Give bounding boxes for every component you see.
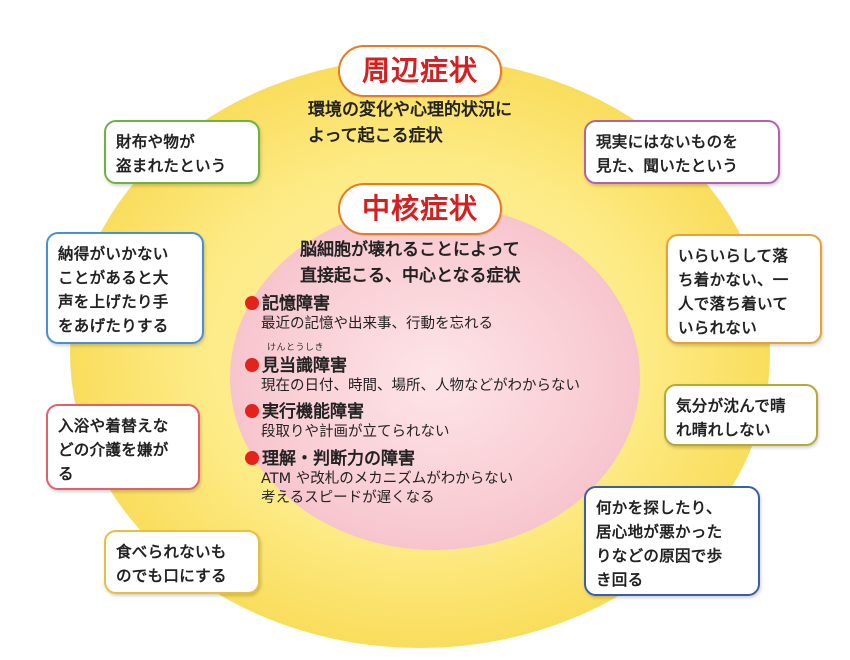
peripheral-symptoms-title: 周辺症状	[338, 45, 502, 97]
symptom-name: 実行機能障害	[262, 402, 364, 422]
box-text-line: どの介護を嫌が	[58, 441, 169, 459]
core-symptom-memory: 記憶障害 最近の記憶や出来事、行動を忘れる	[245, 293, 665, 334]
box-text-line: 居心地が悪かった	[596, 523, 723, 541]
box-text-line: のでも口にする	[116, 567, 227, 585]
symptom-name: 理解・判断力の障害	[262, 449, 415, 469]
description-line: 直接起こる、中心となる症状	[300, 266, 521, 286]
symptom-description: 考えるスピードが遅くなる	[261, 490, 435, 506]
peripheral-symptom-box: 入浴や着替えな どの介護を嫌が る	[46, 404, 200, 490]
box-text-line: 何かを探したり、	[596, 499, 722, 517]
peripheral-symptom-box: いらいらして落 ち着かない、一 人で落ち着いて いられない	[666, 234, 822, 344]
peripheral-symptom-box: 食べられないも のでも口にする	[104, 530, 260, 594]
red-dot-icon	[245, 296, 259, 310]
box-text-line: 気分が沈んで晴	[676, 397, 786, 415]
box-text-line: りなどの原因で歩	[596, 547, 723, 565]
box-text-line: 食べられないも	[116, 543, 227, 561]
description-line: よって起こる症状	[308, 126, 443, 146]
box-text-line: いらいらして落	[678, 247, 789, 265]
box-text-line: れ晴れしない	[676, 421, 771, 439]
red-dot-icon	[245, 404, 259, 418]
peripheral-symptom-box: 気分が沈んで晴 れ晴れしない	[664, 384, 818, 446]
box-text-line: 声を上げたり手	[58, 293, 169, 311]
symptom-description: 最近の記憶や出来事、行動を忘れる	[261, 316, 493, 332]
core-symptom-disorientation: けんとうしき見当識障害 現在の日付、時間、場所、人物などがわからない	[245, 343, 665, 396]
symptom-description: 現在の日付、時間、場所、人物などがわからない	[261, 378, 580, 394]
core-symptoms-description: 脳細胞が壊れることによって 直接起こる、中心となる症状	[300, 237, 590, 289]
box-text-line: 財布や物が	[116, 133, 196, 151]
furigana: けんとうしき	[267, 343, 325, 353]
core-symptom-comprehension-judgment: 理解・判断力の障害 ATM や改札のメカニズムがわからない 考えるスピードが遅く…	[245, 448, 665, 508]
symptom-name: 見当識障害	[262, 356, 347, 376]
symptom-description: 段取りや計画が立てられない	[261, 424, 450, 440]
box-text-line: る	[58, 465, 74, 483]
description-line: 脳細胞が壊れることによって	[300, 240, 520, 260]
box-text-line: 盗まれたという	[116, 157, 227, 175]
box-text-line: いられない	[678, 319, 758, 337]
core-symptoms-area	[230, 205, 640, 550]
peripheral-symptom-box: 何かを探したり、 居心地が悪かった りなどの原因で歩 き回る	[584, 486, 760, 596]
box-text-line: 入浴や着替えな	[58, 417, 169, 435]
peripheral-symptom-box: 納得がいかない ことがあると大 声を上げたり手 をあげたりする	[46, 232, 204, 344]
core-symptoms-title: 中核症状	[338, 183, 502, 235]
description-line: 環境の変化や心理的状況に	[308, 100, 512, 120]
red-dot-icon	[245, 451, 259, 465]
peripheral-symptoms-description: 環境の変化や心理的状況に よって起こる症状	[308, 97, 578, 149]
peripheral-symptom-box: 現実にはないものを 見た、聞いたという	[584, 120, 780, 184]
peripheral-symptom-box: 財布や物が 盗まれたという	[104, 120, 260, 184]
core-symptom-executive-dysfunction: 実行機能障害 段取りや計画が立てられない	[245, 401, 665, 442]
box-text-line: 見た、聞いたという	[596, 157, 739, 175]
box-text-line: き回る	[596, 571, 644, 589]
box-text-line: ち着かない、一	[678, 271, 789, 289]
box-text-line: 現実にはないものを	[596, 133, 739, 151]
symptom-description: ATM や改札のメカニズムがわからない	[261, 471, 514, 487]
box-text-line: ことがあると大	[58, 269, 169, 287]
red-dot-icon	[245, 358, 259, 372]
box-text-line: をあげたりする	[58, 317, 169, 335]
symptom-name: 記憶障害	[262, 294, 330, 314]
box-text-line: 人で落ち着いて	[678, 295, 789, 313]
box-text-line: 納得がいかない	[58, 245, 169, 263]
